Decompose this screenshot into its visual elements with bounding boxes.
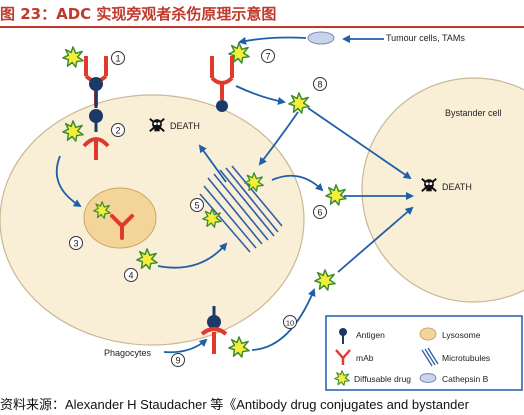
microtubules	[199, 165, 283, 253]
svg-text:9: 9	[175, 356, 180, 366]
svg-text:5: 5	[194, 201, 199, 211]
svg-text:Antigen: Antigen	[356, 330, 385, 340]
drug-step-8	[288, 92, 310, 114]
svg-text:1: 1	[115, 54, 120, 64]
flow-arrows	[55, 35, 414, 354]
mab-in-lysosome	[110, 214, 134, 240]
svg-text:mAb: mAb	[356, 353, 374, 363]
step-markers: 1 2 3 4 5 6 7 8 9 10	[69, 49, 327, 367]
figure-source: 资料来源：Alexander H Staudacher 等《Antibody d…	[0, 397, 469, 412]
antigen-mab-complex-2	[82, 109, 110, 160]
adc-bystander-diagram: Bystander cell Tumour cells, TAMs	[0, 31, 524, 391]
svg-text:10: 10	[286, 319, 294, 328]
figure-title: 图 23：ADC 实现旁观者杀伤原理示意图	[0, 5, 277, 23]
step-marker-2: 2	[111, 123, 125, 137]
cathepsin-b-cloud	[307, 31, 335, 45]
step-marker-1: 1	[111, 51, 125, 65]
svg-text:Diffusable drug: Diffusable drug	[354, 374, 411, 384]
svg-text:4: 4	[128, 271, 133, 281]
legend-mab: mAb	[335, 349, 374, 365]
phagocytes-label: Phagocytes	[104, 348, 152, 358]
step-marker-9: 9	[171, 353, 185, 367]
svg-text:7: 7	[265, 52, 270, 62]
step-marker-8: 8	[313, 77, 327, 91]
legend: Antigen Lysosome mAb Microtubules Diffus…	[325, 315, 523, 391]
step-marker-5: 5	[190, 198, 204, 212]
step-marker-10: 10	[283, 315, 297, 329]
svg-text:Microtubules: Microtubules	[442, 353, 490, 363]
drug-step-6	[325, 184, 347, 206]
antigen-mab-complex-7	[210, 56, 234, 112]
drug-step-10	[314, 269, 336, 291]
legend-cathepsin-b: Cathepsin B	[419, 373, 489, 384]
legend-diffusable-drug: Diffusable drug	[334, 370, 411, 386]
bystander-cell-label: Bystander cell	[445, 108, 502, 118]
svg-text:6: 6	[317, 208, 322, 218]
lysosome	[83, 187, 157, 249]
drug-step-1	[62, 46, 84, 68]
antigen-mab-complex-9	[200, 306, 228, 354]
legend-antigen: Antigen	[339, 328, 385, 344]
step-marker-4: 4	[124, 268, 138, 282]
legend-lysosome: Lysosome	[419, 327, 481, 341]
drug-step-9	[228, 336, 250, 358]
step-marker-6: 6	[313, 205, 327, 219]
svg-text:Lysosome: Lysosome	[442, 330, 481, 340]
antigen-mab-complex-1	[84, 56, 108, 108]
svg-text:3: 3	[73, 239, 78, 249]
bystander-cell	[361, 77, 524, 303]
step-marker-3: 3	[69, 236, 83, 250]
legend-microtubules: Microtubules	[421, 347, 490, 367]
figure-title-bar: 图 23：ADC 实现旁观者杀伤原理示意图	[0, 0, 524, 28]
step-marker-7: 7	[261, 49, 275, 63]
svg-text:8: 8	[317, 80, 322, 90]
death-label-bystander: DEATH	[442, 182, 472, 192]
tumour-cells-label: Tumour cells, TAMs	[386, 33, 465, 43]
death-label-cell: DEATH	[170, 121, 200, 131]
svg-text:2: 2	[115, 126, 120, 136]
svg-text:Cathepsin B: Cathepsin B	[442, 374, 489, 384]
